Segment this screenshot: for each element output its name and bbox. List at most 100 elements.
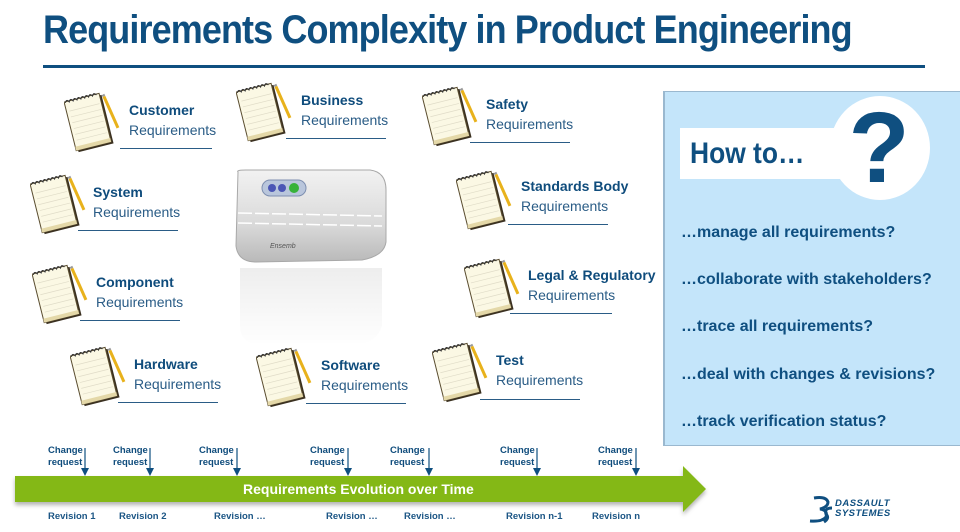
revision-label: Revision 1 (48, 511, 96, 522)
change-request-arrow-icon (81, 448, 89, 476)
requirement-suffix: Requirements (93, 204, 181, 220)
dassault-logo-icon (809, 496, 833, 524)
requirement-suffix: Requirements (528, 287, 616, 303)
change-request-line2: request (48, 457, 83, 468)
change-request-line2: request (500, 457, 535, 468)
change-request-line1: Change (113, 445, 148, 456)
requirement-suffix: Requirements (521, 198, 609, 214)
change-request-line1: Change (199, 445, 234, 456)
how-to-question: …trace all requirements? (681, 318, 874, 335)
question-circle (830, 96, 930, 200)
requirement-type: Software (321, 357, 381, 373)
requirement-type: Customer (129, 102, 195, 118)
change-request-line2: request (199, 457, 234, 468)
requirement-type: Hardware (134, 356, 198, 372)
change-request-arrow-icon (425, 448, 433, 476)
product-device-image: Ensemb (235, 169, 387, 263)
requirement-label: Business Requirements (301, 90, 388, 130)
how-to-question: …manage all requirements? (681, 224, 896, 241)
notepad-icon (455, 168, 512, 234)
requirement-underline (120, 148, 212, 149)
timeline-label: Requirements Evolution over Time (243, 481, 474, 497)
requirement-underline (286, 138, 386, 139)
notepad-icon (69, 344, 126, 410)
requirement-suffix: Requirements (486, 116, 574, 132)
notepad-icon (63, 90, 120, 156)
change-request-arrow-icon (632, 448, 640, 476)
requirement-type: System (93, 184, 143, 200)
change-request-line2: request (310, 457, 345, 468)
requirement-underline (80, 320, 180, 321)
revision-label: Revision … (214, 511, 266, 522)
requirement-underline (510, 313, 612, 314)
requirement-label: Standards Body Requirements (521, 176, 628, 216)
company-logo-text: DASSAULT SYSTEMES (835, 499, 891, 519)
question-mark-icon: ? (848, 92, 910, 204)
requirement-suffix: Requirements (96, 294, 184, 310)
requirement-underline (480, 399, 580, 400)
requirement-suffix: Requirements (321, 377, 409, 393)
requirement-type: Test (496, 352, 524, 368)
revision-label: Revision n (592, 511, 641, 522)
revision-label: Revision … (326, 511, 378, 522)
requirement-underline (470, 142, 570, 143)
requirement-label: Test Requirements (496, 350, 583, 390)
requirement-label: Safety Requirements (486, 94, 573, 134)
change-request-arrow-icon (344, 448, 352, 476)
requirement-suffix: Requirements (134, 376, 222, 392)
requirement-suffix: Requirements (496, 372, 584, 388)
revision-label: Revision n-1 (506, 511, 563, 522)
requirement-suffix: Requirements (129, 122, 217, 138)
change-request-line1: Change (598, 445, 633, 456)
change-request-arrow-icon (233, 448, 241, 476)
requirement-label: Component Requirements (96, 272, 183, 312)
page-title: Requirements Complexity in Product Engin… (43, 8, 853, 52)
change-request-line1: Change (310, 445, 345, 456)
change-request-arrow-icon (533, 448, 541, 476)
change-request-line2: request (598, 457, 633, 468)
title-divider (43, 65, 925, 68)
how-to-question: …deal with changes & revisions? (681, 366, 936, 383)
requirement-label: Legal & Regulatory Requirements (528, 265, 656, 305)
how-to-question: …track verification status? (681, 413, 887, 430)
revision-label: Revision 2 (119, 511, 167, 522)
product-device-reflection (240, 268, 382, 344)
requirement-type: Business (301, 92, 364, 108)
how-to-heading: How to… (690, 137, 805, 170)
requirement-type: Safety (486, 96, 529, 112)
requirement-suffix: Requirements (301, 112, 389, 128)
notepad-icon (431, 340, 488, 406)
requirement-underline (78, 230, 178, 231)
change-request-line1: Change (390, 445, 425, 456)
logo-line-1: DASSAULT (835, 498, 891, 509)
revision-label: Revision … (404, 511, 456, 522)
change-request-line2: request (390, 457, 425, 468)
notepad-icon (235, 80, 292, 146)
requirement-label: System Requirements (93, 182, 180, 222)
change-request-arrow-icon (146, 448, 154, 476)
how-to-question: …collaborate with stakeholders? (681, 271, 932, 288)
change-request-line1: Change (500, 445, 535, 456)
notepad-icon (255, 345, 312, 411)
notepad-icon (29, 172, 86, 238)
requirement-underline (508, 224, 608, 225)
requirement-type: Component (96, 274, 174, 290)
requirement-type: Standards Body (521, 178, 629, 194)
requirement-label: Customer Requirements (129, 100, 216, 140)
logo-line-2: SYSTEMES (835, 508, 891, 519)
timeline-arrow (15, 466, 706, 512)
notepad-icon (421, 84, 478, 150)
change-request-line2: request (113, 457, 148, 468)
svg-text:Ensemb: Ensemb (270, 243, 296, 250)
change-request-line1: Change (48, 445, 83, 456)
requirement-label: Hardware Requirements (134, 354, 221, 394)
requirement-underline (118, 402, 218, 403)
requirement-underline (306, 403, 406, 404)
